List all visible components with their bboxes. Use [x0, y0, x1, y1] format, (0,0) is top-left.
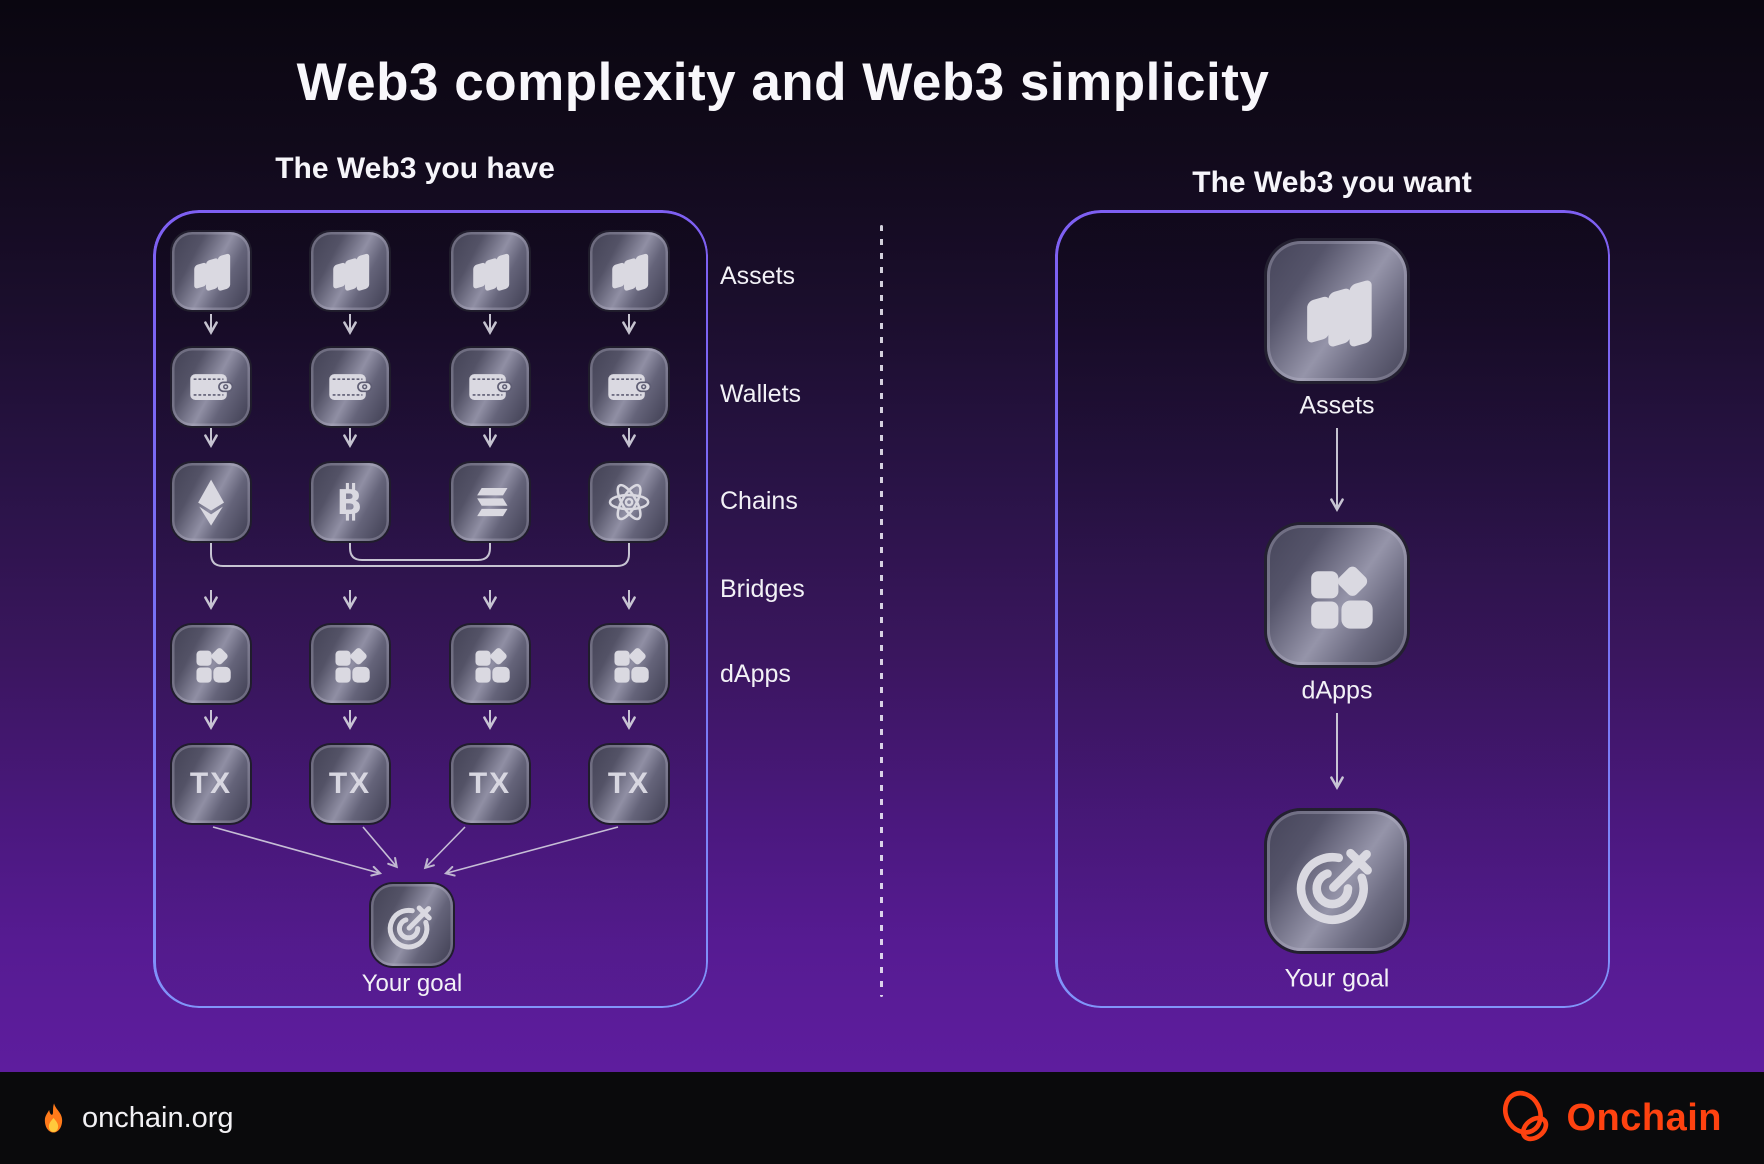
dapps-icon: [601, 636, 657, 692]
dapp-tile: [311, 625, 389, 703]
tx-tile: TX: [590, 745, 668, 823]
wallet-icon: [462, 359, 518, 415]
dapp-tile: [590, 625, 668, 703]
footer-site: onchain.org: [40, 1072, 234, 1164]
dapps-icon: [322, 636, 378, 692]
bridge-connector-outer: [210, 541, 630, 567]
wallet-tile: [311, 348, 389, 426]
brand-logo: Onchain: [1498, 1072, 1722, 1164]
wallet-tile: [172, 348, 250, 426]
solana-tile: [451, 463, 529, 541]
page-title: Web3 complexity and Web3 simplicity: [296, 53, 1270, 112]
right-panel-title: The Web3 you want: [1192, 166, 1472, 199]
ethereum-icon: [183, 474, 239, 530]
right-panel: Assets dApps Your goal: [1055, 210, 1610, 1008]
tx-tile: TX: [451, 745, 529, 823]
assets-tile: [311, 232, 389, 310]
solana-icon: [462, 474, 518, 530]
bridge-connector-inner: [349, 541, 491, 561]
assets-tile: [451, 232, 529, 310]
goal-tile: [1267, 811, 1407, 951]
tx-tile: TX: [172, 745, 250, 823]
goal-label: Your goal: [361, 970, 463, 997]
side-label-chains: Chains: [720, 487, 798, 515]
goal-tile: [371, 884, 453, 966]
tx-label: TX: [607, 767, 651, 800]
dapps-icon: [183, 636, 239, 692]
wallet-icon: [322, 359, 378, 415]
bitcoin-icon: [322, 474, 378, 530]
brand-name: Onchain: [1566, 1096, 1722, 1139]
wallet-icon: [183, 359, 239, 415]
assets-label: Assets: [1299, 391, 1375, 420]
bitcoin-tile: [311, 463, 389, 541]
dapps-icon: [462, 636, 518, 692]
tx-label: TX: [468, 767, 512, 800]
dapp-tile: [1267, 525, 1407, 665]
dashed-divider: [880, 225, 883, 997]
site-url: onchain.org: [82, 1101, 234, 1134]
goal-label: Your goal: [1284, 964, 1390, 993]
assets-icon: [1287, 261, 1388, 362]
wallet-tile: [451, 348, 529, 426]
footer-bar: onchain.org Onchain: [0, 1072, 1764, 1164]
ethereum-tile: [172, 463, 250, 541]
assets-icon: [183, 243, 239, 299]
assets-tile: [172, 232, 250, 310]
wallet-icon: [601, 359, 657, 415]
left-panel: TX TX TX TX Your goal: [153, 210, 708, 1008]
dapps-label: dApps: [1301, 676, 1373, 705]
goal-target-icon: [382, 895, 441, 954]
assets-tile: [590, 232, 668, 310]
onchain-knot-icon: [1498, 1089, 1556, 1147]
wallet-tile: [590, 348, 668, 426]
cosmos-atom-icon: [601, 474, 657, 530]
side-label-wallets: Wallets: [720, 380, 802, 408]
tx-label: TX: [328, 767, 372, 800]
dapp-tile: [172, 625, 250, 703]
side-label-bridges: Bridges: [720, 575, 805, 603]
goal-target-icon: [1287, 831, 1388, 932]
assets-tile: [1267, 241, 1407, 381]
assets-icon: [601, 243, 657, 299]
left-panel-title: The Web3 you have: [275, 152, 555, 185]
flame-icon: [40, 1102, 67, 1135]
tx-tile: TX: [311, 745, 389, 823]
cosmos-tile: [590, 463, 668, 541]
dapp-tile: [451, 625, 529, 703]
tx-label: TX: [189, 767, 233, 800]
assets-icon: [462, 243, 518, 299]
dapps-icon: [1287, 545, 1388, 646]
assets-icon: [322, 243, 378, 299]
side-label-assets: Assets: [720, 262, 796, 290]
side-label-dapps: dApps: [720, 660, 791, 688]
